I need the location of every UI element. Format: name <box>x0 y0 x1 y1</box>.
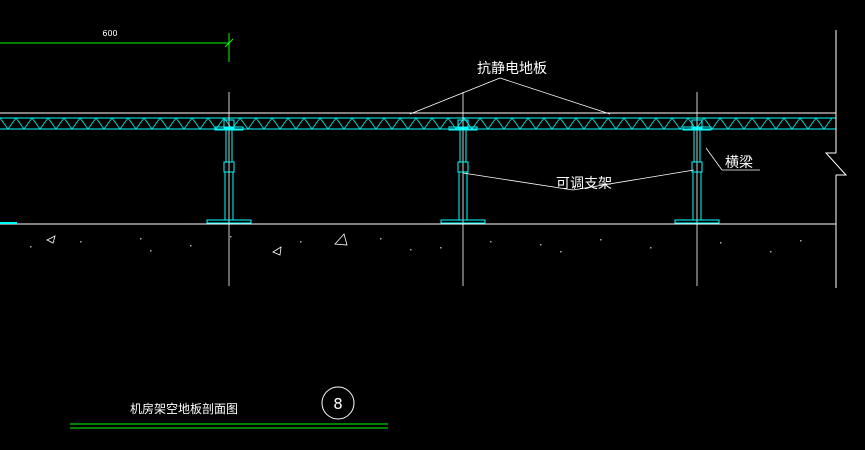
pedestal-support <box>206 92 252 286</box>
leader-lines <box>409 77 760 191</box>
right-wall <box>824 30 848 288</box>
label-floor-panel: 抗静电地板 <box>477 61 547 77</box>
label-adjustable-support: 可调支架 <box>556 176 612 192</box>
pedestal-support <box>674 92 720 286</box>
pedestal-support <box>440 92 486 286</box>
drawing-title: 机房架空地板剖面图 <box>130 401 238 416</box>
detail-number: 8 <box>333 395 343 413</box>
adjustable-supports <box>206 92 720 286</box>
dimension-600: 600 <box>0 29 234 62</box>
ground-line <box>0 222 836 256</box>
detail-circle <box>321 386 355 420</box>
label-stringer: 横梁 <box>725 155 753 171</box>
drawing-title-block: 机房架空地板剖面图 8 <box>70 386 388 429</box>
dimension-text: 600 <box>102 29 117 38</box>
